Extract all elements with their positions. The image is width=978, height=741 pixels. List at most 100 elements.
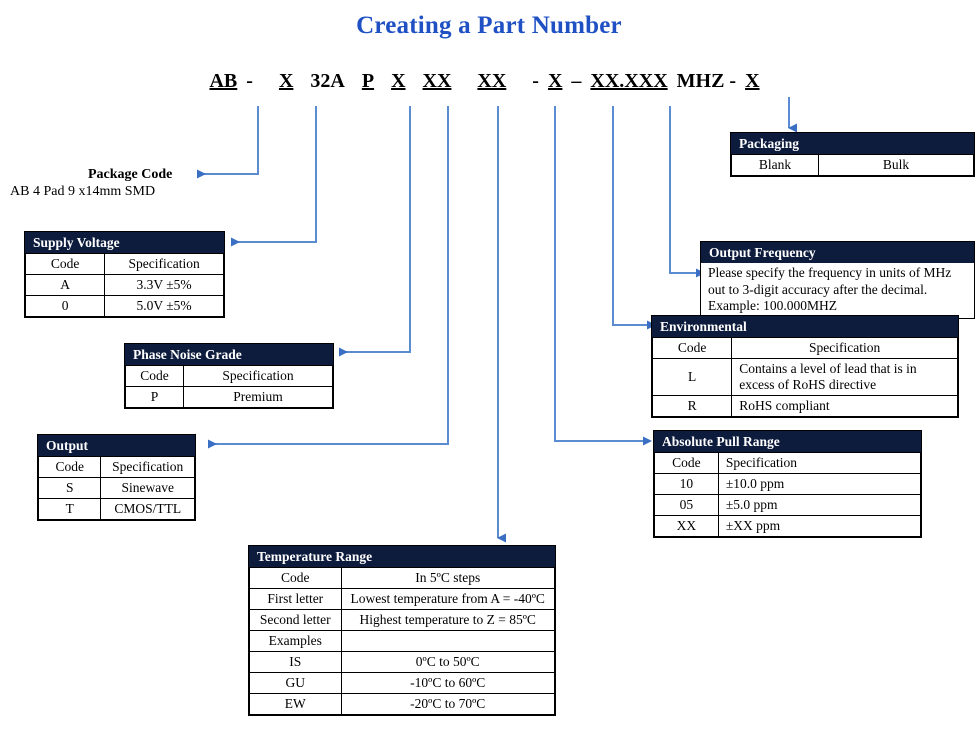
- cell-spec: CMOS/TTL: [100, 498, 195, 520]
- cell-code: 0: [24, 295, 106, 317]
- table-header-row: Code Specification: [651, 337, 958, 359]
- absolute-pull-range-header: Absolute Pull Range: [654, 431, 921, 452]
- temperature-range-table: Code In 5ºC steps First letter Lowest te…: [249, 567, 555, 715]
- cell-code: A: [24, 274, 106, 296]
- absolute-pull-range-table: Code Specification 10 ±10.0 ppm 05 ±5.0 …: [654, 452, 922, 537]
- environmental-header: Environmental: [652, 316, 958, 337]
- packaging-box: Packaging Blank Bulk: [730, 132, 975, 177]
- packaging-table: Blank Bulk: [730, 154, 974, 176]
- cell-spec: Lowest temperature from A = -40ºC: [340, 588, 555, 610]
- table-row: GU -10ºC to 60ºC: [249, 672, 555, 694]
- table-row: Examples: [249, 630, 555, 652]
- cell-code: Examples: [249, 630, 342, 652]
- part-number-segment: XX: [477, 70, 507, 92]
- output-frequency-header: Output Frequency: [701, 242, 974, 263]
- table-row: EW -20ºC to 70ºC: [249, 693, 555, 715]
- cell-spec: ±10.0 ppm: [717, 473, 922, 495]
- cell-code: IS: [249, 651, 342, 673]
- table-row: P Premium: [125, 386, 334, 408]
- cell-code: R: [651, 395, 733, 417]
- table-row: A 3.3V ±5%: [24, 274, 224, 296]
- cell-code: XX: [654, 515, 719, 537]
- cell-code: 05: [654, 494, 719, 516]
- cell-spec: Highest temperature to Z = 85ºC: [340, 609, 555, 631]
- output-frequency-text: Please specify the frequency in units of…: [701, 263, 974, 318]
- wire-phase-noise: [339, 106, 411, 357]
- column-header-code: Code: [37, 456, 102, 478]
- table-row: 10 ±10.0 ppm: [654, 473, 922, 495]
- cell-spec: Premium: [182, 386, 334, 408]
- cell-spec: RoHS compliant: [731, 395, 958, 417]
- cell-code: EW: [249, 693, 342, 715]
- wire-output-frequency: [669, 106, 705, 278]
- table-row: IS 0ºC to 50ºC: [249, 651, 555, 673]
- table-header-row: Code Specification: [654, 452, 922, 474]
- environmental-table: Code Specification L Contains a level of…: [651, 337, 958, 417]
- output-box: Output Code Specification S Sinewave T C…: [37, 434, 196, 521]
- cell-spec: ±5.0 ppm: [717, 494, 922, 516]
- phase-noise-grade-box: Phase Noise Grade Code Specification P P…: [124, 343, 334, 409]
- table-header-row: Code Specification: [37, 456, 195, 478]
- temperature-range-header: Temperature Range: [249, 546, 555, 567]
- phase-noise-grade-header: Phase Noise Grade: [125, 344, 333, 365]
- part-number-segment: AB: [209, 70, 238, 92]
- part-number-segment: MHZ -: [676, 70, 737, 92]
- cell-spec: [340, 630, 555, 652]
- output-frequency-line-2: out to 3-digit accuracy after the decima…: [708, 281, 928, 297]
- output-header: Output: [38, 435, 195, 456]
- part-number-segment: X: [745, 70, 760, 92]
- column-header-spec: Specification: [104, 253, 224, 275]
- supply-voltage-header: Supply Voltage: [25, 232, 224, 253]
- table-row: L Contains a level of lead that is in ex…: [651, 358, 958, 396]
- table-row: 05 ±5.0 ppm: [654, 494, 922, 516]
- wire-absolute-pull-range: [554, 106, 652, 446]
- environmental-box: Environmental Code Specification L Conta…: [651, 315, 959, 418]
- packaging-header: Packaging: [731, 133, 974, 154]
- cell-code: First letter: [249, 588, 342, 610]
- cell-code: T: [37, 498, 102, 520]
- wire-package-code: [197, 106, 259, 179]
- phase-noise-grade-table: Code Specification P Premium: [125, 365, 334, 408]
- output-frequency-line-3: Example: 100.000MHZ: [708, 298, 837, 313]
- package-code-description: AB 4 Pad 9 x14mm SMD: [10, 184, 156, 199]
- part-number-segment: X: [547, 70, 563, 92]
- supply-voltage-box: Supply Voltage Code Specification A 3.3V…: [24, 231, 225, 318]
- column-header-spec: Specification: [182, 365, 334, 387]
- column-header-spec: Specification: [731, 337, 958, 359]
- column-header-steps: In 5ºC steps: [340, 567, 555, 589]
- table-row: First letter Lowest temperature from A =…: [249, 588, 555, 610]
- cell-spec: Sinewave: [100, 477, 195, 499]
- part-number-segment: 32A: [310, 70, 345, 92]
- table-row: Second letter Highest temperature to Z =…: [249, 609, 555, 631]
- packaging-cell-bulk: Bulk: [818, 154, 974, 176]
- part-number-segment: -: [532, 70, 539, 92]
- cell-spec: -10ºC to 60ºC: [340, 672, 555, 694]
- table-row: XX ±XX ppm: [654, 515, 922, 537]
- part-number-segment: XX.XXX: [590, 70, 668, 92]
- page-title: Creating a Part Number: [356, 12, 622, 39]
- part-number-segment: XX: [422, 70, 452, 92]
- packaging-cell-blank: Blank: [730, 154, 820, 176]
- table-row: S Sinewave: [37, 477, 195, 499]
- table-row: T CMOS/TTL: [37, 498, 195, 520]
- column-header-code: Code: [125, 365, 184, 387]
- table-header-row: Code Specification: [24, 253, 224, 275]
- column-header-spec: Specification: [100, 456, 195, 478]
- cell-code: S: [37, 477, 102, 499]
- wire-environmental: [612, 106, 656, 330]
- table-row: R RoHS compliant: [651, 395, 958, 417]
- cell-code: L: [651, 358, 733, 396]
- cell-spec: 3.3V ±5%: [104, 274, 224, 296]
- part-number-segment: X: [391, 70, 406, 92]
- cell-spec: 5.0V ±5%: [104, 295, 224, 317]
- table-row: Blank Bulk: [730, 154, 974, 176]
- cell-code: GU: [249, 672, 342, 694]
- output-frequency-box: Output Frequency Please specify the freq…: [700, 241, 975, 319]
- cell-spec: Contains a level of lead that is in exce…: [731, 358, 958, 396]
- output-frequency-line-1: Please specify the frequency in units of…: [708, 265, 952, 280]
- supply-voltage-table: Code Specification A 3.3V ±5% 0 5.0V ±5%: [24, 253, 224, 317]
- column-header-code: Code: [24, 253, 106, 275]
- column-header-code: Code: [651, 337, 733, 359]
